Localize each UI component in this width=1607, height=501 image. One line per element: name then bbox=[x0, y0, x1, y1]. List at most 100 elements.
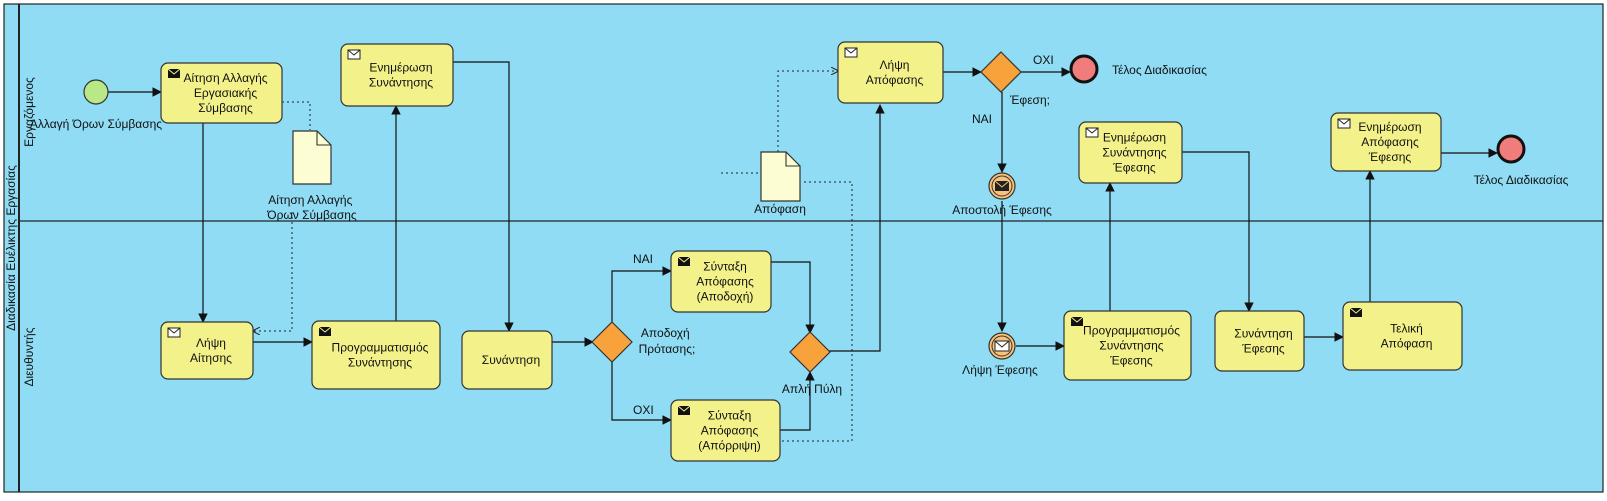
task-label-line: Συνάντησης bbox=[1099, 339, 1163, 353]
task-label-line: Σύμβασης bbox=[198, 101, 253, 115]
task-label-line: Έφεσης bbox=[1368, 150, 1412, 164]
flow-label-no-accept: ΟΧΙ bbox=[633, 403, 654, 417]
task-label-line: Αίτησης bbox=[190, 351, 232, 365]
envelope-outline-icon bbox=[1085, 127, 1099, 138]
task-label-line: Έφεσης bbox=[1241, 342, 1285, 356]
task-label-line: Συνάντησης bbox=[369, 76, 433, 90]
assoc-doc-to-receive-decision bbox=[777, 71, 838, 152]
intermediate-send-appeal[interactable] bbox=[988, 172, 1016, 200]
task-box bbox=[1342, 301, 1463, 371]
task-label-line: Συνάντηση bbox=[1234, 327, 1292, 341]
envelope-filled-icon bbox=[167, 68, 181, 78]
task-label-line: Συνάντησης bbox=[348, 356, 412, 370]
task-box bbox=[1063, 310, 1192, 381]
assoc-doc-to-receive-request bbox=[253, 212, 293, 331]
start-event-label: Αλλαγή Όρων Σύμβασης bbox=[30, 117, 162, 131]
document-change-request[interactable] bbox=[292, 130, 332, 185]
start-event-label-text: Αλλαγή Όρων Σύμβασης bbox=[30, 117, 162, 131]
task-box bbox=[311, 320, 441, 390]
gateway-accept-proposal[interactable] bbox=[591, 321, 633, 363]
document-decision[interactable] bbox=[760, 151, 801, 202]
task-box bbox=[340, 43, 454, 107]
task-label-line: Συνάντησης bbox=[1102, 146, 1166, 160]
envelope-filled-icon bbox=[994, 180, 1010, 191]
lane-title-employee: Εργαζόμενος bbox=[22, 77, 36, 147]
task-box bbox=[461, 330, 553, 390]
task-label: Συνάντηση bbox=[482, 353, 540, 367]
task-label-line: Συνάντηση bbox=[482, 353, 540, 367]
doc-label-line: Όρων Σύμβασης bbox=[266, 208, 357, 222]
flow-simple-to-receive-decision bbox=[829, 104, 885, 352]
flow-label-no-appeal: ΟΧΙ bbox=[1033, 53, 1054, 67]
document-change-request-label: Αίτηση Αλλαγής Όρων Σύμβασης bbox=[266, 193, 357, 222]
task-meeting[interactable]: Συνάντηση bbox=[461, 330, 553, 390]
task-label-line: Απόφασης bbox=[1361, 135, 1419, 149]
end-event-right[interactable] bbox=[1496, 134, 1526, 164]
task-box bbox=[1214, 310, 1305, 372]
envelope-filled-icon bbox=[1070, 316, 1084, 326]
envelope-filled-icon bbox=[318, 326, 332, 336]
task-label-line: Απόφαση bbox=[1381, 337, 1433, 351]
task-box bbox=[837, 41, 944, 104]
task-label-line: Έφεσης bbox=[1109, 354, 1153, 368]
lane-title-manager: Διευθυντής bbox=[22, 327, 36, 386]
task-label-line: Ενημέρωση bbox=[369, 61, 432, 75]
gateway-label-line: Πρότασης; bbox=[639, 342, 696, 356]
gateway-simple[interactable] bbox=[789, 331, 831, 373]
gateway-accept-proposal-label: Αποδοχή Πρότασης; bbox=[639, 326, 696, 356]
end-event-top[interactable] bbox=[1069, 54, 1099, 84]
task-label-line: Σύνταξη bbox=[708, 409, 752, 423]
task-label-line: Απόφασης bbox=[696, 275, 754, 289]
assoc-request-to-doc bbox=[282, 101, 311, 130]
task-label-line: Προγραμματισμός bbox=[1083, 324, 1180, 338]
intermediate-receive-appeal[interactable] bbox=[988, 332, 1016, 360]
pool-title: Διαδικασία Ευέλικτης Εργασίας bbox=[4, 165, 18, 331]
start-event[interactable] bbox=[83, 79, 109, 105]
gateway-simple-label: Απλή Πύλη bbox=[782, 382, 842, 396]
task-label-line: (Απόρριψη) bbox=[698, 439, 761, 453]
task-box bbox=[1330, 112, 1442, 172]
envelope-outline-icon bbox=[167, 327, 181, 338]
envelope-outline-icon bbox=[1337, 118, 1351, 129]
doc-label-line: Αίτηση Αλλαγής bbox=[268, 193, 352, 207]
flow-gateway-no bbox=[611, 361, 672, 425]
envelope-filled-icon bbox=[677, 405, 691, 415]
envelope-outline-icon bbox=[347, 49, 361, 60]
task-label-line: Αίτηση Αλλαγής bbox=[183, 71, 267, 85]
gateway-appeal[interactable] bbox=[980, 51, 1022, 93]
envelope-outline-icon bbox=[844, 47, 858, 58]
gateway-label-line: Αποδοχή bbox=[641, 326, 690, 340]
flow-label-yes-accept: ΝΑΙ bbox=[633, 252, 653, 266]
end-event-right-label: Τέλος Διαδικασίας bbox=[1474, 173, 1569, 187]
task-label-line: Απόφασης bbox=[866, 73, 924, 87]
flow-inform-appeal-to-meeting bbox=[1182, 151, 1254, 312]
gateway-appeal-label: Έφεση; bbox=[1009, 93, 1050, 107]
intermediate-send-appeal-label: Αποστολή Έφεσης bbox=[952, 203, 1052, 217]
document-decision-label: Απόφαση bbox=[754, 202, 806, 216]
task-box bbox=[1078, 121, 1183, 184]
task-label-line: Λήψη bbox=[196, 336, 226, 350]
task-box bbox=[160, 321, 254, 380]
